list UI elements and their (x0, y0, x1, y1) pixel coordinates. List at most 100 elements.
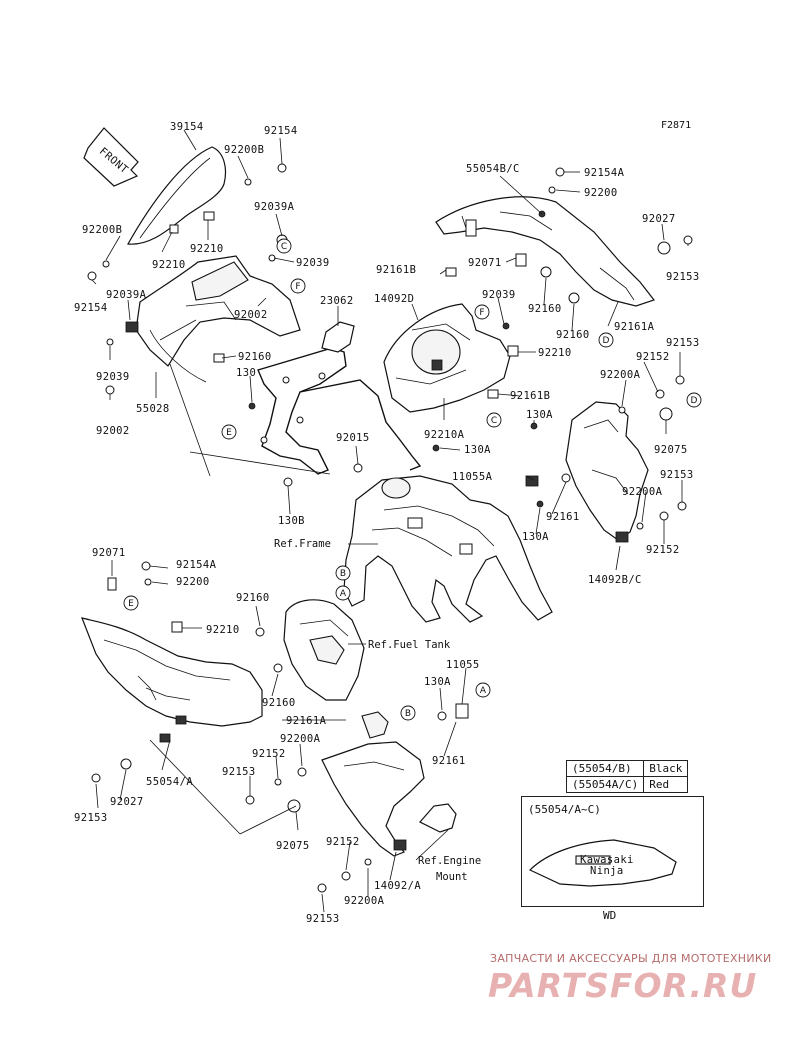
part-label: 130B (278, 515, 305, 527)
part-label: 92039A (254, 201, 295, 213)
callout-f-mid: F (474, 304, 490, 320)
part-label: 92075 (654, 444, 688, 456)
front-cowl-stay[interactable] (257, 321, 422, 475)
part-label: 92039 (296, 257, 330, 269)
part-label: 92210 (206, 624, 240, 636)
part-label: 92071 (92, 547, 126, 559)
part-label: 92027 (110, 796, 144, 808)
washer-icon (364, 858, 372, 866)
fuel-tank-side-cover[interactable] (283, 599, 365, 701)
nut-icon (525, 475, 539, 487)
part-label: 92154A (584, 167, 625, 179)
svg-text:E: E (226, 428, 232, 438)
part-label: 92161B (376, 264, 416, 276)
part-label: 39154 (170, 121, 204, 133)
svg-text:A: A (340, 589, 347, 599)
headlight-inner-panel[interactable] (383, 303, 511, 413)
part-label: 23062 (320, 295, 354, 307)
part-label: 92152 (646, 544, 680, 556)
part-label: 92152 (636, 351, 670, 363)
part-label: 92160 (556, 329, 590, 341)
clip-icon (487, 389, 499, 399)
svg-text:E: E (128, 599, 134, 609)
color-legend-table: (55054/B) Black (55054A/C) Red (565, 760, 689, 793)
decal-inset-box: (55054/A~C) (521, 796, 704, 907)
part-label: 92210A (424, 429, 465, 441)
upper-inner-cowl[interactable] (135, 255, 301, 383)
washer-icon (636, 522, 644, 530)
bolt-icon (437, 711, 447, 721)
bolt-icon (87, 271, 97, 281)
part-label: 92210 (190, 243, 224, 255)
washer-icon (244, 178, 252, 186)
figure-code: F2871 (661, 120, 692, 131)
svg-text:C: C (281, 242, 287, 252)
engine-mount-bracket (419, 803, 457, 833)
bolt-icon (432, 444, 440, 452)
washer-icon (144, 578, 152, 586)
part-label: 92200A (622, 486, 663, 498)
part-label: 130A (464, 444, 491, 456)
legend-code: (55054/B) (565, 760, 645, 777)
part-label: 92027 (642, 213, 676, 225)
part-label: 55054/A (146, 776, 193, 788)
bolt-icon (141, 561, 151, 571)
callout-c-top: C (276, 238, 292, 254)
reference-label: Ref.Frame (274, 538, 331, 550)
legend-row: (55054/B) Black (565, 760, 689, 777)
washer-icon (618, 406, 626, 414)
part-label: 92210 (152, 259, 186, 271)
callout-a-frame: A (335, 585, 351, 601)
part-label: 92153 (222, 766, 256, 778)
part-label: 92039 (482, 289, 516, 301)
bolt-icon (245, 795, 255, 805)
part-label: 92160 (238, 351, 272, 363)
bolt-icon (277, 163, 287, 173)
nut-icon (455, 703, 469, 719)
inset-label: WD (603, 909, 617, 922)
callout-f-top: F (290, 278, 306, 294)
part-label: 92075 (276, 840, 310, 852)
grommet-icon (659, 407, 673, 421)
left-lower-side-fairing[interactable] (321, 711, 425, 857)
part-label: 92071 (468, 257, 502, 269)
part-label: 130A (522, 531, 549, 543)
part-label: 92161A (286, 715, 327, 727)
callout-a-right: A (475, 682, 491, 698)
washer-icon (341, 871, 351, 881)
bolt-icon (677, 501, 687, 511)
right-upper-cowl[interactable] (435, 196, 655, 307)
part-label: 92154 (264, 125, 298, 137)
svg-text:C: C (491, 416, 497, 426)
part-label: 92153 (666, 337, 700, 349)
inset-title: (55054/A~C) (528, 803, 601, 816)
part-label: 92200A (344, 895, 385, 907)
legend-color: Red (643, 776, 689, 793)
bolt-icon (91, 773, 101, 783)
washer-icon (102, 260, 110, 268)
grommet-icon (561, 473, 571, 483)
nut-icon (125, 321, 139, 333)
callout-markers: C F E F C D D B A E A B (123, 238, 702, 721)
inset-brand-decal: Kawasaki (580, 854, 634, 866)
part-label: 92153 (666, 271, 700, 283)
part-label: 92154A (176, 559, 217, 571)
svg-text:F: F (479, 308, 484, 318)
grommet-icon (568, 292, 580, 304)
washer-icon (659, 511, 669, 521)
reference-label: Ref.Fuel Tank (368, 639, 451, 651)
windshield[interactable] (127, 146, 227, 245)
part-label: 11055A (452, 471, 493, 483)
part-label: 92152 (252, 748, 286, 760)
part-label: 92039A (106, 289, 147, 301)
callout-d-top: D (598, 332, 614, 348)
part-label: 92153 (660, 469, 694, 481)
left-upper-cowl[interactable] (81, 617, 263, 743)
grommet-icon (120, 758, 132, 770)
washer-icon (255, 627, 265, 637)
washer-icon (274, 778, 282, 786)
callout-b-lower: B (400, 705, 416, 721)
hardware-fasteners (87, 163, 693, 893)
part-label: 14092/A (374, 880, 421, 892)
